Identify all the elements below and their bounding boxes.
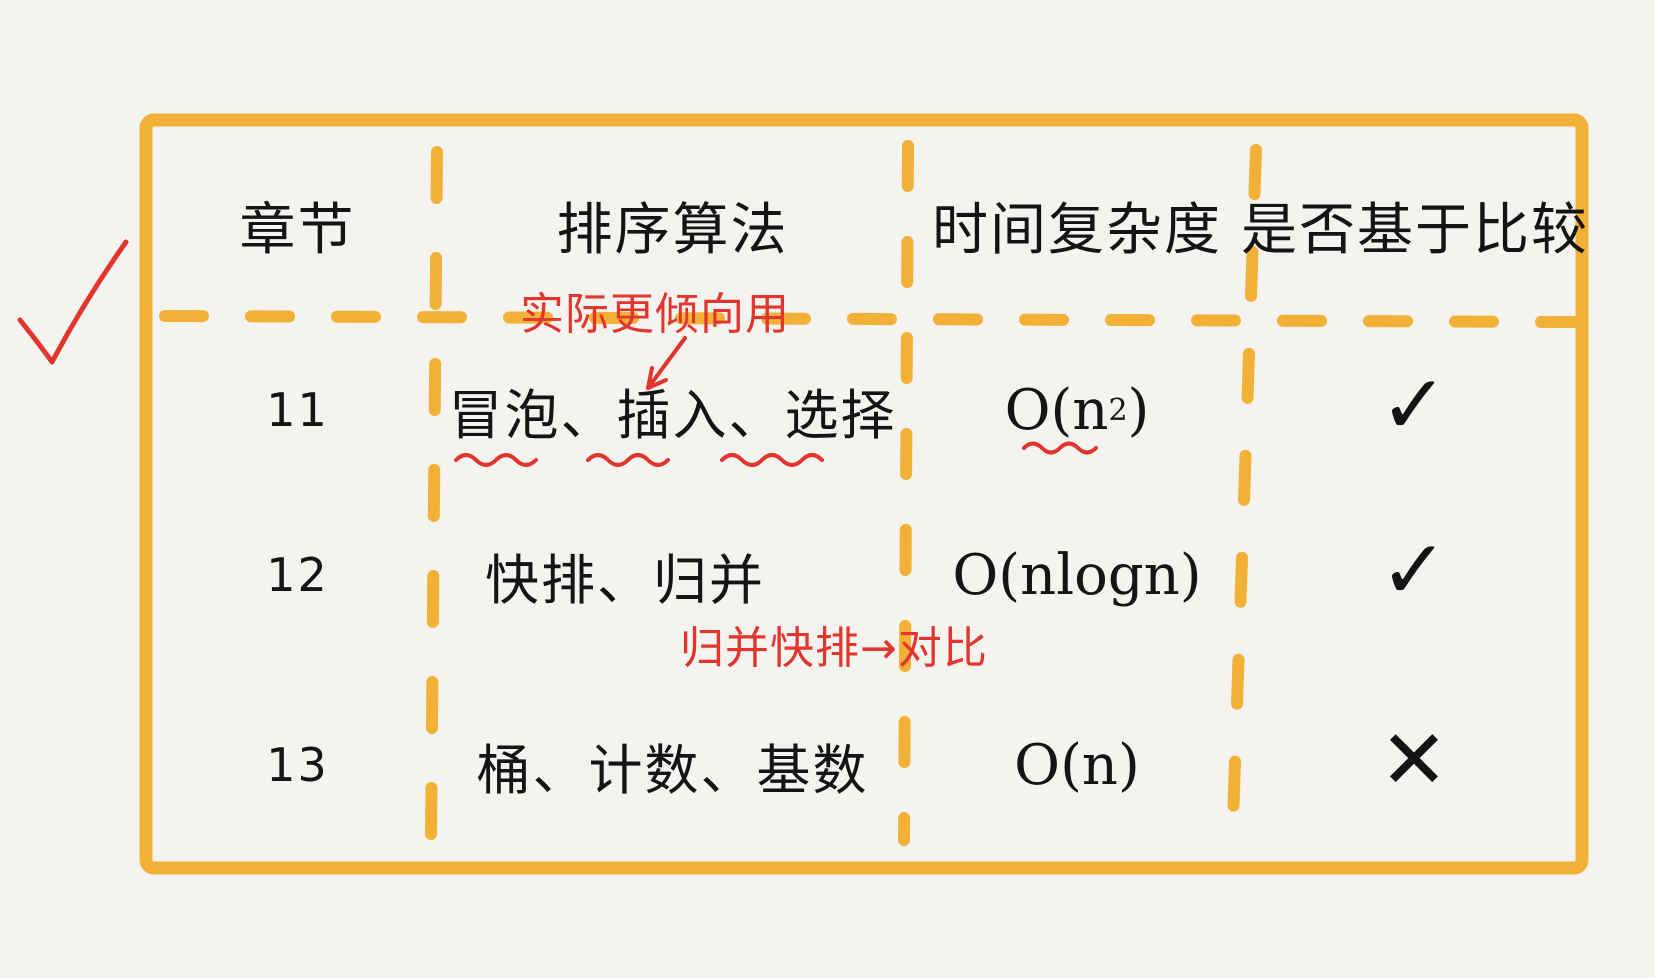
header-divider (159, 310, 1581, 328)
row-3-complexity: O(n) (1014, 732, 1140, 798)
header-sort-algorithm: 排序算法 (556, 197, 789, 263)
column-divider-3 (1226, 144, 1262, 856)
column-divider-1 (425, 146, 443, 844)
column-divider-2 (898, 140, 914, 846)
check-mark-icon (17, 239, 129, 365)
squiggle-underline-select (720, 453, 824, 467)
row-2-algorithms: 快排、归并 (485, 548, 765, 612)
arrow-icon (646, 336, 687, 390)
squiggle-underline-insert (586, 453, 670, 467)
header-comparison-based: 是否基于比较 (1241, 197, 1589, 263)
header-time-complexity: 时间复杂度 (932, 197, 1222, 263)
row-3-algorithms: 桶、计数、基数 (476, 738, 869, 802)
row-1-complexity-base: O(n (1004, 377, 1109, 443)
row-3-chapter: 13 (266, 738, 329, 792)
table-outer-border (139, 113, 1589, 875)
squiggle-underline-bubble (454, 453, 538, 467)
annotation-prefer-note: 实际更倾向用 (520, 289, 790, 340)
row-2-chapter: 12 (266, 548, 329, 602)
annotation-compare-note: 归并快排→对比 (680, 623, 988, 674)
row-2-check-mark-icon: ✓ (1379, 522, 1451, 618)
row-1-complexity-end: ) (1127, 377, 1150, 443)
row-1-chapter: 11 (266, 383, 329, 437)
row-1-complexity-exponent: 2 (1108, 392, 1128, 428)
row-1-algorithms: 冒泡、插入、选择 (448, 383, 897, 447)
row-3-cross-mark-icon: ✕ (1379, 712, 1451, 808)
row-1-check-mark-icon: ✓ (1379, 357, 1451, 453)
squiggle-underline-n-squared (1022, 441, 1098, 455)
row-2-complexity: O(nlogn) (952, 542, 1202, 608)
header-chapter: 章节 (239, 197, 356, 263)
